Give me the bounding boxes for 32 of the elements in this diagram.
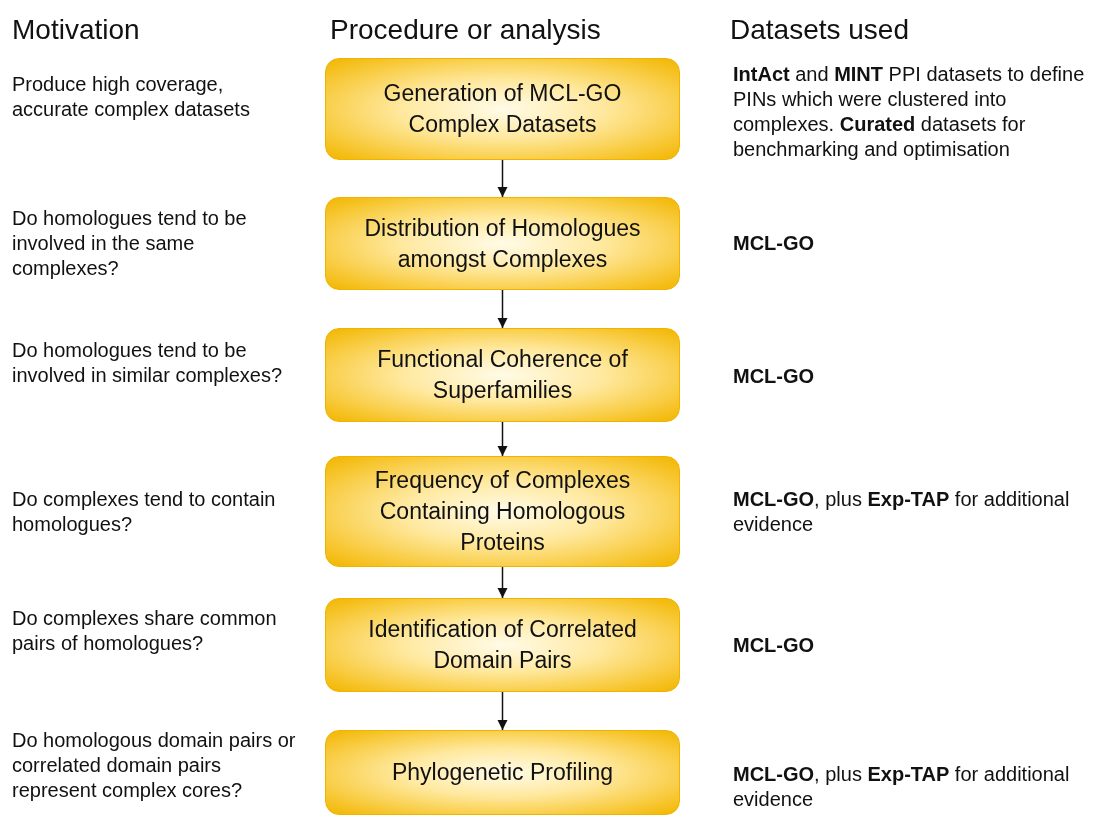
process-label: Distribution of Homologues amongst Complexes — [363, 213, 642, 274]
process-box — [325, 58, 680, 160]
arrow — [497, 566, 508, 599]
arrow — [497, 289, 508, 329]
process-label: Generation of MCL-GO Complex Datasets — [382, 79, 623, 139]
question-text: Do homologues tend to be involved in the same complexes? — [12, 206, 248, 281]
process-label: Functional Coherence of Superfamilies — [376, 345, 629, 405]
process-label: Frequency of Complexes Containing Homologous Proteins — [373, 466, 632, 557]
question-text: Do homologous domain pairs or correlated domain pairs represent complex cores? — [12, 728, 297, 803]
column-heading: Datasets used — [730, 13, 910, 47]
process-box — [325, 598, 680, 692]
dataset-text: MCL-GO — [733, 633, 816, 658]
question-text: Do complexes share common pairs of homologues? — [12, 606, 278, 656]
process-box — [325, 197, 680, 290]
dataset-text: IntAct and MINT PPI datasets to define PINs which were clustered into complexes. Curated datasets for benchmarking and optimisation — [733, 62, 1086, 162]
dataset-text: MCL-GO — [733, 364, 816, 389]
question-text: Do complexes tend to contain homologues? — [12, 487, 277, 537]
process-box — [325, 456, 680, 567]
column-heading: Procedure or analysis — [330, 13, 602, 47]
arrow — [497, 421, 508, 457]
process-box — [325, 730, 680, 815]
arrow — [497, 159, 508, 198]
question-text: Do homologues tend to be involved in similar complexes? — [12, 338, 284, 388]
dataset-text: MCL-GO — [733, 231, 816, 256]
process-label: Identification of Correlated Domain Pairs — [367, 615, 638, 675]
dataset-text: MCL-GO, plus Exp-TAP for additional evidence — [733, 487, 1071, 537]
arrow — [497, 691, 508, 731]
process-box — [325, 328, 680, 422]
column-heading: Motivation — [12, 13, 141, 47]
question-text: Produce high coverage, accurate complex datasets — [12, 72, 251, 122]
dataset-text: MCL-GO, plus Exp-TAP for additional evidence — [733, 762, 1071, 812]
process-label: Phylogenetic Profiling — [390, 758, 615, 787]
